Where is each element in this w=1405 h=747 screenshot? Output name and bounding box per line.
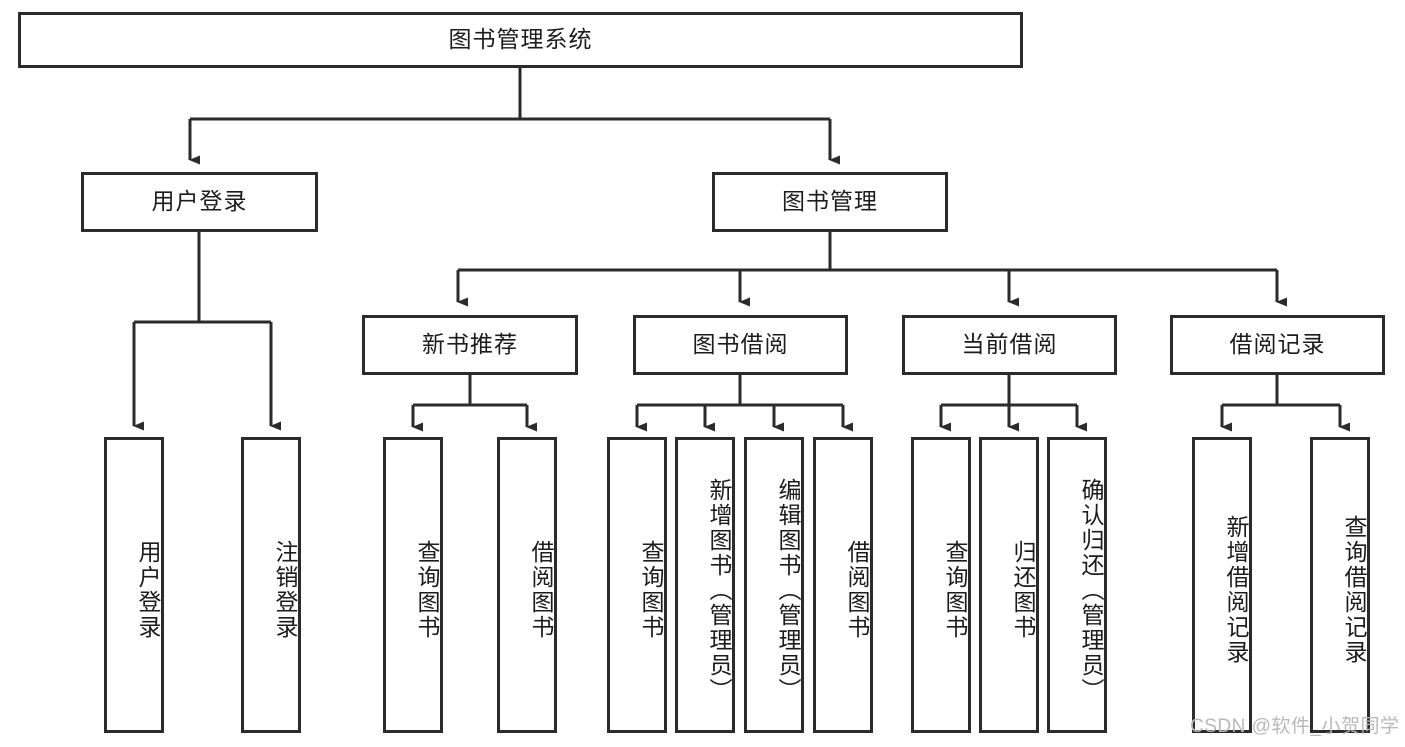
node-book-management-label: 图书管理 [782, 188, 878, 215]
node-leaf-confirm-return-label: 确认归还（管理员） [1078, 477, 1104, 703]
node-borrow-record[interactable]: 借阅记录 [1170, 315, 1385, 375]
node-book-borrow[interactable]: 图书借阅 [633, 315, 848, 375]
node-current-borrow[interactable]: 当前借阅 [902, 315, 1117, 375]
node-leaf-query-record[interactable]: 查询借阅记录 [1310, 437, 1370, 733]
node-leaf-query-book-1-label: 查询图书 [414, 540, 440, 640]
node-user-login[interactable]: 用户登录 [81, 172, 318, 232]
node-leaf-add-book[interactable]: 新增图书（管理员） [675, 437, 735, 733]
node-leaf-query-book-2-label: 查询图书 [638, 540, 664, 640]
node-leaf-return-book-label: 归还图书 [1010, 540, 1036, 640]
node-leaf-return-book[interactable]: 归还图书 [979, 437, 1039, 733]
node-leaf-borrow-book-1[interactable]: 借阅图书 [497, 437, 557, 733]
node-leaf-add-book-label: 新增图书（管理员） [706, 477, 732, 703]
node-leaf-edit-book-label: 编辑图书（管理员） [775, 477, 801, 703]
node-leaf-confirm-return[interactable]: 确认归还（管理员） [1047, 437, 1107, 733]
node-leaf-query-book-1[interactable]: 查询图书 [383, 437, 443, 733]
node-leaf-query-record-label: 查询借阅记录 [1341, 515, 1367, 665]
node-leaf-borrow-book-2-label: 借阅图书 [844, 540, 870, 640]
node-leaf-query-book-2[interactable]: 查询图书 [607, 437, 667, 733]
node-root-label: 图书管理系统 [448, 26, 593, 53]
node-borrow-record-label: 借阅记录 [1229, 331, 1326, 358]
node-leaf-add-record-label: 新增借阅记录 [1223, 515, 1249, 665]
csdn-watermark: CSDN @软件_小贺同学 [1190, 716, 1400, 737]
node-leaf-add-record[interactable]: 新增借阅记录 [1192, 437, 1252, 733]
node-current-borrow-label: 当前借阅 [961, 331, 1058, 358]
node-user-login-label: 用户登录 [151, 188, 248, 215]
node-leaf-borrow-book-1-label: 借阅图书 [528, 540, 554, 640]
node-leaf-user-login[interactable]: 用户登录 [104, 437, 164, 733]
node-leaf-borrow-book-2[interactable]: 借阅图书 [813, 437, 873, 733]
node-book-borrow-label: 图书借阅 [692, 331, 789, 358]
node-root[interactable]: 图书管理系统 [18, 12, 1023, 68]
node-new-book-recommend-label: 新书推荐 [422, 331, 518, 358]
node-leaf-user-login-label: 用户登录 [135, 540, 161, 640]
node-leaf-query-book-3-label: 查询图书 [942, 540, 968, 640]
node-book-management[interactable]: 图书管理 [712, 172, 948, 232]
node-leaf-user-logout[interactable]: 注销登录 [241, 437, 301, 733]
node-leaf-user-logout-label: 注销登录 [272, 540, 298, 640]
node-new-book-recommend[interactable]: 新书推荐 [362, 315, 578, 375]
node-leaf-query-book-3[interactable]: 查询图书 [911, 437, 971, 733]
node-leaf-edit-book[interactable]: 编辑图书（管理员） [744, 437, 804, 733]
